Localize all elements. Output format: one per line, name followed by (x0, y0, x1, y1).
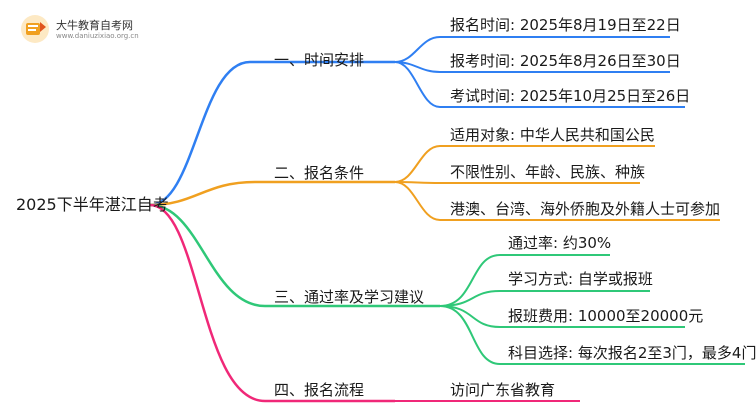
connector-branch-2-item-1 (394, 145, 655, 183)
branch-3-label: 三、通过率及学习建议 (274, 288, 425, 306)
branch-2-item-2: 不限性别、年龄、民族、种族 (450, 163, 646, 181)
connector-branch-2-item-2 (394, 181, 640, 184)
connector-branch-1-item-3 (394, 61, 685, 108)
brand-name: 大牛教育自考网 (56, 19, 133, 32)
branch-1-item-2: 报考时间: 2025年8月26日至30日 (450, 52, 681, 70)
connector-branch-3-item-3 (439, 305, 685, 328)
branch-2-item-3: 港澳、台湾、海外侨胞及外籍人士可参加 (450, 200, 721, 218)
branch-2-label: 二、报名条件 (274, 164, 365, 182)
connector-root-branch-2 (149, 180, 395, 207)
connector-branch-2-item-3 (394, 181, 720, 221)
connector-branch-3-item-2 (439, 290, 650, 307)
branch-3-item-2: 学习方式: 自学或报班 (508, 270, 653, 288)
connector-branch-3-item-1 (439, 254, 610, 307)
branch-1-label: 一、时间安排 (274, 51, 365, 69)
connector-branch-3-item-4 (439, 305, 745, 365)
branch-1-item-1: 报名时间: 2025年8月19日至22日 (450, 16, 681, 34)
connector-root-branch-1 (149, 60, 395, 207)
branch-3-item-3: 报班费用: 10000至20000元 (508, 307, 704, 325)
brand-url: www.daniuzixiao.org.cn (56, 32, 139, 40)
branch-3-item-1: 通过率: 约30% (508, 234, 612, 252)
connector-root-branch-4 (149, 203, 395, 403)
branch-4-label: 四、报名流程 (274, 381, 365, 399)
branch-2-item-1: 适用对象: 中华人民共和国公民 (450, 126, 655, 144)
connector-root-branch-3 (149, 203, 440, 308)
branch-4-item-1: 访问广东省教育 (450, 381, 556, 399)
connector-branch-1-item-1 (394, 36, 670, 63)
brand-logo-icon (20, 14, 50, 44)
root-node: 2025下半年湛江自考 (16, 195, 169, 214)
branch-1-item-3: 考试时间: 2025年10月25日至26日 (450, 87, 691, 105)
branch-3-item-4: 科目选择: 每次报名2至3门，最多4门 (508, 344, 756, 362)
